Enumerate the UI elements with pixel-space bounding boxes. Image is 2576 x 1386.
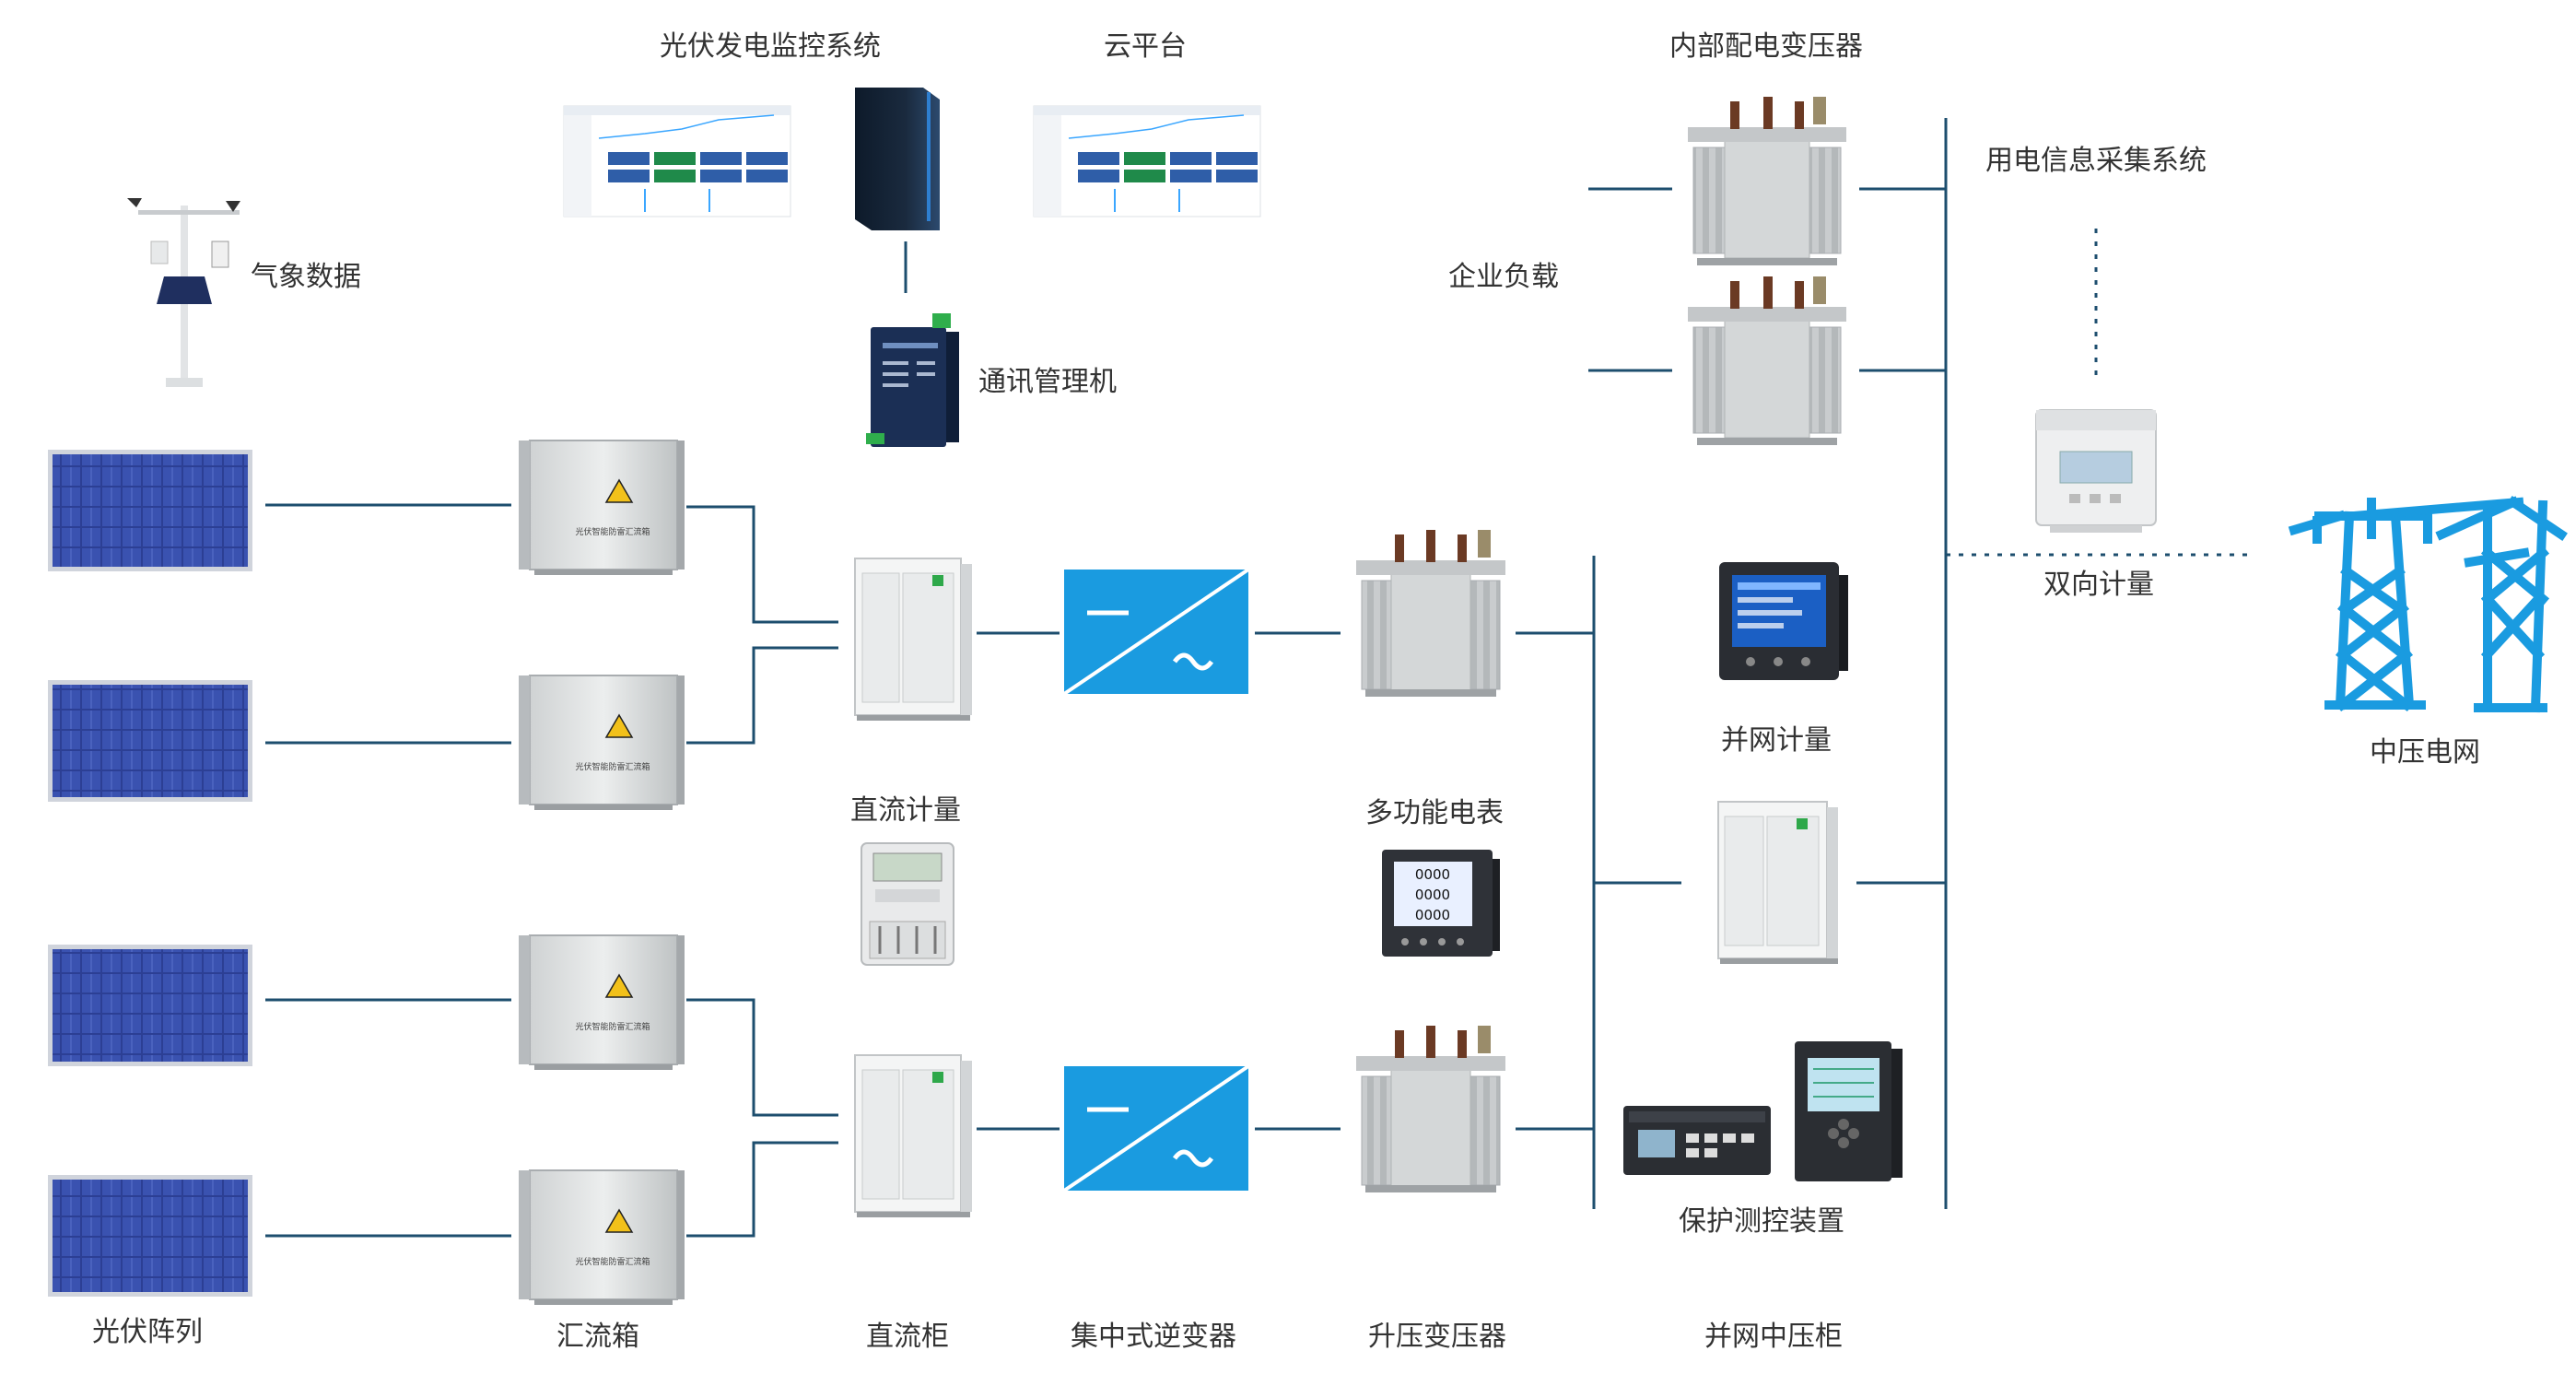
wire-combiner3-dccab2 bbox=[686, 998, 838, 1117]
step-up-transformer bbox=[1356, 1026, 1505, 1192]
wire-combiner2-dccab1 bbox=[686, 646, 838, 745]
combiner-box: 光伏智能防雷汇流箱 bbox=[519, 1169, 685, 1305]
label-combiner-box: 汇流箱 bbox=[556, 1321, 639, 1353]
label-dc-cabinet: 直流柜 bbox=[866, 1321, 949, 1353]
transmission-tower-icon bbox=[2288, 496, 2568, 713]
wire-combiner1-dccab1 bbox=[686, 505, 838, 624]
central-inverters bbox=[1062, 568, 1250, 1192]
inverter-icon bbox=[1062, 1064, 1250, 1192]
label-step-up-transformer: 升压变压器 bbox=[1368, 1321, 1506, 1353]
label-central-inverter: 集中式逆变器 bbox=[1071, 1321, 1236, 1353]
monitoring-dashboard bbox=[563, 105, 791, 217]
label-protection-device: 保护测控装置 bbox=[1679, 1205, 1844, 1238]
combiner-boxes: 光伏智能防雷汇流箱 光伏智能防雷汇流箱 光伏智能防雷汇流箱 光伏智能防雷汇流箱 bbox=[519, 440, 685, 1305]
label-mv-grid: 中压电网 bbox=[2370, 736, 2480, 769]
dc-cabinets bbox=[854, 558, 972, 1217]
label-power-info-system: 用电信息采集系统 bbox=[1985, 145, 2207, 177]
server-tower bbox=[855, 88, 940, 230]
grid-meter-device bbox=[1719, 562, 1848, 680]
dc-cabinet bbox=[854, 1054, 972, 1217]
step-up-transformer bbox=[1356, 530, 1505, 697]
internal-transformer bbox=[1688, 97, 1846, 265]
bidirectional-meter-device bbox=[2035, 409, 2157, 533]
solar-panel bbox=[48, 945, 252, 1066]
inverter-icon bbox=[1062, 568, 1250, 696]
combiner-plate-text: 光伏智能防雷汇流箱 bbox=[575, 526, 650, 537]
combiner-plate-text: 光伏智能防雷汇流箱 bbox=[575, 761, 650, 772]
label-pv-array: 光伏阵列 bbox=[92, 1316, 203, 1348]
combiner-plate-text: 光伏智能防雷汇流箱 bbox=[575, 1021, 650, 1032]
label-grid-metering: 并网计量 bbox=[1721, 724, 1832, 757]
solar-panel-array bbox=[48, 450, 252, 1297]
meter-digits: 0000 bbox=[1415, 866, 1450, 883]
label-multifunction-meter: 多功能电表 bbox=[1365, 797, 1504, 829]
meter-digits: 0000 bbox=[1415, 887, 1450, 903]
dc-meter-device bbox=[861, 842, 954, 966]
protection-devices bbox=[1623, 1041, 1903, 1181]
label-pv-monitoring-system: 光伏发电监控系统 bbox=[660, 30, 881, 63]
combiner-plate-text: 光伏智能防雷汇流箱 bbox=[575, 1256, 650, 1267]
protection-controller bbox=[1795, 1041, 1903, 1181]
protection-relay bbox=[1623, 1106, 1771, 1175]
wire-combiner4-dccab2 bbox=[686, 1141, 838, 1238]
label-dc-metering: 直流计量 bbox=[850, 794, 961, 827]
label-grid-mv-cabinet: 并网中压柜 bbox=[1704, 1321, 1843, 1353]
cloud-platform-dashboard bbox=[1033, 105, 1261, 217]
transformers bbox=[1356, 97, 1846, 1192]
weather-station-icon bbox=[127, 198, 240, 387]
label-enterprise-load: 企业负载 bbox=[1448, 261, 1559, 293]
label-weather-data: 气象数据 bbox=[251, 261, 361, 293]
combiner-box: 光伏智能防雷汇流箱 bbox=[519, 934, 685, 1070]
combiner-box: 光伏智能防雷汇流箱 bbox=[519, 675, 685, 810]
comm-manager-device bbox=[866, 313, 959, 447]
label-bidirectional-metering: 双向计量 bbox=[2043, 569, 2154, 601]
internal-transformer bbox=[1688, 276, 1846, 445]
label-cloud-platform: 云平台 bbox=[1104, 30, 1187, 63]
grid-mv-cabinet bbox=[1717, 801, 1838, 964]
solar-panel bbox=[48, 680, 252, 802]
solar-panel bbox=[48, 450, 252, 571]
meter-digits: 0000 bbox=[1415, 907, 1450, 923]
solar-panel bbox=[48, 1175, 252, 1297]
label-internal-transformer: 内部配电变压器 bbox=[1669, 30, 1863, 63]
label-comm-manager: 通讯管理机 bbox=[978, 366, 1117, 398]
combiner-box: 光伏智能防雷汇流箱 bbox=[519, 440, 685, 575]
connection-lines bbox=[265, 118, 1948, 1238]
dc-cabinet bbox=[854, 558, 972, 721]
multifunction-meter-device: 0000 0000 0000 bbox=[1382, 850, 1500, 957]
